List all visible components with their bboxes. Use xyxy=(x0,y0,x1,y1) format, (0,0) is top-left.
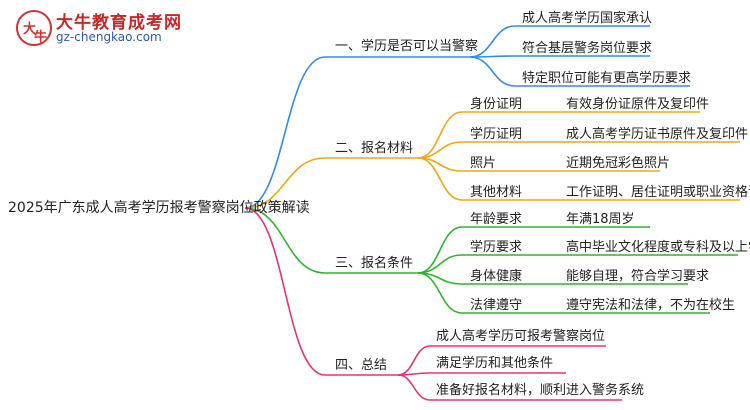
branch-4-item-1-connector xyxy=(397,345,431,376)
branch-3-item-3-detail: 能够自理，符合学习要求 xyxy=(566,269,710,284)
branch-1-connector xyxy=(244,56,326,209)
branch-3-item-2-connector xyxy=(417,254,463,274)
branch-3-item-2-detail: 高中毕业文化程度或专科及以上学历 xyxy=(566,240,750,255)
branch-3-item-1-connector xyxy=(417,226,463,274)
branch-3-item-1-detail: 年满18周岁 xyxy=(566,212,635,227)
branch-2-item-1-detail: 有效身份证原件及复印件 xyxy=(566,97,710,112)
logo-title: 大牛教育成考网 xyxy=(56,13,182,33)
branch-2-item-1-connector xyxy=(417,111,463,159)
branch-3-item-4: 法律遵守 xyxy=(470,298,523,313)
branch-2-item-3: 照片 xyxy=(470,156,497,171)
logo-badge-icon: 大 牛 xyxy=(16,10,52,46)
branch-4-item-1: 成人高考学历可报考警察岗位 xyxy=(436,329,606,344)
branch-2-item-2: 学历证明 xyxy=(470,127,523,142)
branch-1-label: 一、学历是否可以当警察 xyxy=(335,39,479,54)
branch-2-label: 二、报名材料 xyxy=(335,141,414,156)
branch-2-item-2-detail: 成人高考学历证书原件及复印件 xyxy=(566,127,749,142)
branch-4-label: 四、总结 xyxy=(335,358,388,373)
branch-2-item-3-detail: 近期免冠彩色照片 xyxy=(566,156,671,171)
logo-badge-char: 牛 xyxy=(34,30,48,45)
branch-4-item-2: 满足学历和其他条件 xyxy=(436,356,554,371)
branch-3-item-4-detail: 遵守宪法和法律，不为在校生 xyxy=(566,298,736,313)
branch-4-item-3: 准备好报名材料，顺利进入警务系统 xyxy=(436,383,645,398)
branch-3-item-4-connector xyxy=(417,272,463,314)
branch-2-item-4-detail: 工作证明、居住证明或职业资格证书 xyxy=(566,185,750,200)
branch-2-item-1: 身份证明 xyxy=(470,97,523,112)
branch-1-item-1-connector xyxy=(469,25,516,58)
logo-url: gz-chengkao.com xyxy=(56,30,162,44)
logo-badge-char: 大 xyxy=(23,22,37,37)
branch-3-item-3: 身体健康 xyxy=(470,269,523,284)
branch-2-item-4: 其他材料 xyxy=(470,185,523,200)
branch-4-item-3-connector xyxy=(397,374,431,401)
branch-2-item-4-connector xyxy=(417,157,463,201)
branch-1-item-3: 特定职位可能有更高学历要求 xyxy=(522,71,692,86)
branch-3-item-2: 学历要求 xyxy=(470,240,523,255)
branch-1-item-1: 成人高考学历国家承认 xyxy=(522,11,653,26)
branch-1-item-2: 符合基层警务岗位要求 xyxy=(522,41,653,56)
site-logo[interactable]: 大 牛 大牛教育成考网 gz-chengkao.com xyxy=(6,8,206,50)
root-node: 2025年广东成人高考学历报考警察岗位政策解读 xyxy=(8,200,310,216)
branch-3-label: 三、报名条件 xyxy=(335,256,414,271)
branch-4-connector xyxy=(244,207,326,376)
branch-2-connector xyxy=(244,157,326,209)
branch-3-item-1: 年龄要求 xyxy=(470,212,523,227)
branch-1-item-3-connector xyxy=(469,56,516,87)
branch-3-connector xyxy=(244,207,326,274)
